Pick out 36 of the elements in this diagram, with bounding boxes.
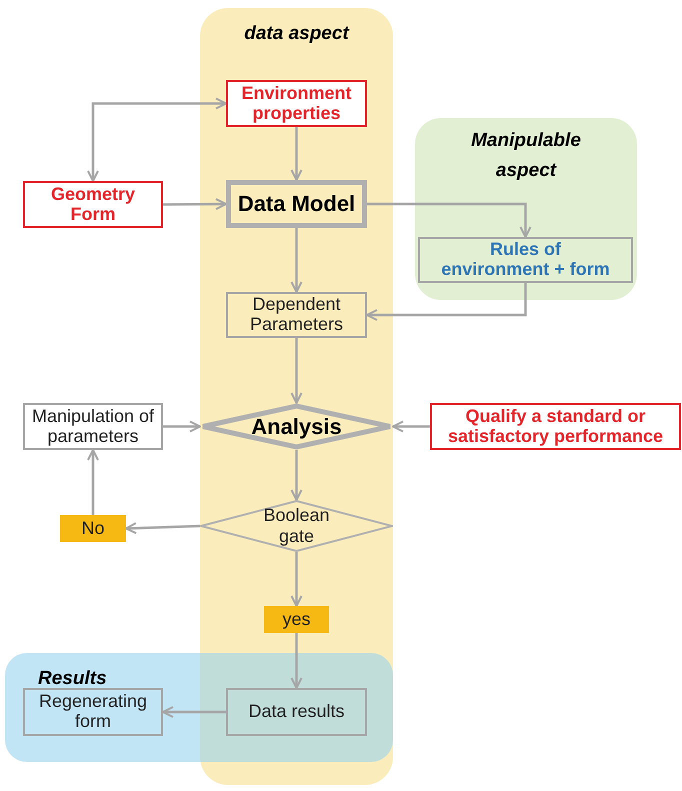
arrow bbox=[290, 338, 302, 404]
arrow bbox=[366, 283, 527, 321]
group-title: Manipulable aspect bbox=[470, 129, 582, 184]
process-box: Data results bbox=[226, 688, 367, 736]
arrow bbox=[367, 202, 532, 238]
group-band bbox=[415, 118, 637, 300]
group-band bbox=[200, 8, 393, 785]
process-box: Regenerating form bbox=[23, 688, 163, 736]
arrow bbox=[290, 552, 302, 607]
arrow bbox=[290, 228, 302, 293]
arrow bbox=[163, 198, 227, 210]
arrow bbox=[290, 633, 302, 689]
decision-label: Analysis bbox=[251, 414, 342, 440]
process-box: Dependent Parameters bbox=[226, 292, 367, 338]
arrow bbox=[163, 420, 201, 432]
arrow bbox=[162, 706, 226, 718]
arrow bbox=[392, 420, 430, 432]
process-box: Manipulation of parameters bbox=[23, 403, 163, 450]
process-box: Environment properties bbox=[226, 80, 367, 127]
condition-tag: yes bbox=[264, 606, 329, 633]
decision-diamond bbox=[200, 500, 393, 552]
group-title: Results bbox=[38, 667, 107, 691]
process-box: Data Model bbox=[226, 180, 367, 228]
condition-tag: No bbox=[60, 515, 126, 542]
process-box: Rules of environment + form bbox=[418, 237, 633, 283]
group-title: data aspect bbox=[243, 22, 350, 46]
group-band bbox=[5, 653, 393, 762]
process-box: Geometry Form bbox=[23, 181, 163, 228]
decision-diamond bbox=[200, 403, 393, 450]
decision-label: Boolean gate bbox=[262, 505, 331, 547]
arrow bbox=[87, 98, 227, 182]
arrow bbox=[290, 450, 302, 501]
process-box: Qualify a standard or satisfactory performance bbox=[430, 403, 681, 450]
arrow bbox=[290, 127, 302, 181]
arrow bbox=[125, 522, 200, 534]
arrow bbox=[87, 449, 99, 515]
